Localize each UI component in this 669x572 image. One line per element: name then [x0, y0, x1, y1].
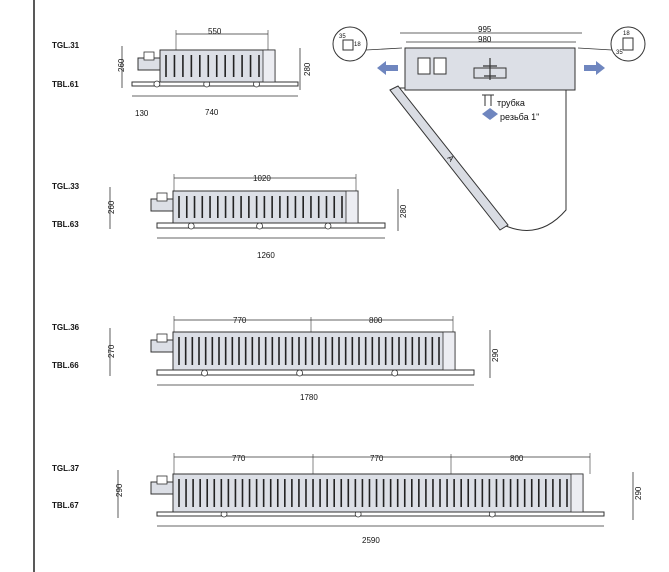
callout-part — [342, 39, 354, 51]
radiator-drawing-4 — [117, 453, 634, 527]
tube-icon — [482, 94, 494, 106]
model-label: TGL.36 — [52, 323, 80, 332]
model-label: TBL.67 — [52, 501, 79, 510]
height-dim-left: 290 — [115, 483, 124, 497]
detail-top-dim-a: 995 — [478, 25, 492, 34]
end-cap — [262, 49, 276, 83]
model-label: TGL.31 — [52, 41, 80, 50]
legend-tube: трубка — [497, 98, 525, 108]
model-label: TGL.37 — [52, 464, 80, 473]
callout-leader — [365, 47, 403, 51]
height-dim-right: 290 — [491, 348, 500, 362]
detail-valve — [483, 58, 497, 80]
radiator-body — [172, 331, 456, 371]
legend-thread: резьба 1" — [500, 112, 539, 122]
bottom-dim-b: 740 — [205, 108, 219, 117]
height-dim-left: 260 — [107, 200, 116, 214]
right-arrow-icon — [584, 61, 605, 75]
model-label: TBL.66 — [52, 361, 79, 370]
detail-top-dim-b: 980 — [478, 35, 492, 44]
unit-3: TGL.36 TBL.66 270 290 770 800 1780 — [52, 316, 500, 402]
callout-dim: 18 — [354, 42, 361, 48]
unit-1: TGL.31 TBL.61 260 280 550 130 740 — [52, 27, 312, 118]
top-dim-a: 770 — [233, 316, 247, 325]
foot — [256, 222, 264, 230]
unit-4: TGL.37 TBL.67 290 290 770 770 800 2590 — [52, 453, 643, 545]
valve-block — [143, 51, 155, 61]
height-dim-right: 280 — [399, 204, 408, 218]
callout-part — [622, 37, 634, 51]
foot — [187, 222, 195, 230]
valve-block — [156, 192, 168, 202]
bottom-dim: 1260 — [257, 251, 275, 260]
valve-block — [156, 475, 168, 485]
height-dim-right: 290 — [634, 486, 643, 500]
bottom-dim: 2590 — [362, 536, 380, 545]
arm-label: A — [445, 154, 456, 164]
callout-dim: 35 — [616, 50, 623, 56]
top-dim-c: 800 — [510, 454, 524, 463]
radiator-body — [172, 473, 584, 513]
foot — [296, 369, 304, 377]
foot — [324, 222, 332, 230]
height-dim-right: 280 — [303, 62, 312, 76]
foot — [391, 369, 399, 377]
left-arrow-icon — [377, 61, 398, 75]
radiator-body — [172, 190, 359, 224]
detail-view: A 995 980 35 18 18 35 трубка резьб — [332, 25, 646, 231]
foot — [153, 80, 161, 88]
top-dim-b: 770 — [370, 454, 384, 463]
height-dim-left: 270 — [107, 344, 116, 358]
top-dim-b: 800 — [369, 316, 383, 325]
detail-port — [433, 57, 447, 75]
model-label: TBL.63 — [52, 220, 79, 229]
top-dim: 550 — [208, 27, 222, 36]
bottom-dim-a: 130 — [135, 109, 149, 118]
arm-bar — [389, 85, 509, 231]
legend: трубка резьба 1" — [482, 94, 539, 122]
unit-2: TGL.33 TBL.63 260 280 1020 1260 — [52, 174, 408, 260]
foot — [201, 369, 208, 377]
model-label: TBL.61 — [52, 80, 79, 89]
callout-leader — [577, 47, 613, 51]
radiator-drawing-2 — [109, 174, 399, 239]
detail-port — [417, 57, 431, 75]
top-dim: 1020 — [253, 174, 271, 183]
model-label: TGL.33 — [52, 182, 80, 191]
bottom-dim: 1780 — [300, 393, 318, 402]
callout-dim: 35 — [339, 34, 346, 40]
radiator-drawing-1 — [121, 30, 301, 97]
detail-bracket — [473, 67, 507, 79]
end-cap — [442, 331, 456, 371]
end-cap — [345, 190, 359, 224]
thread-icon — [482, 108, 498, 120]
radiator-drawing-3 — [109, 316, 491, 386]
valve-block — [156, 333, 168, 343]
callout-dim: 18 — [623, 31, 630, 37]
top-dim-a: 770 — [232, 454, 246, 463]
end-cap — [570, 473, 584, 513]
height-dim-left: 260 — [117, 58, 126, 72]
arm-cone — [393, 87, 567, 231]
